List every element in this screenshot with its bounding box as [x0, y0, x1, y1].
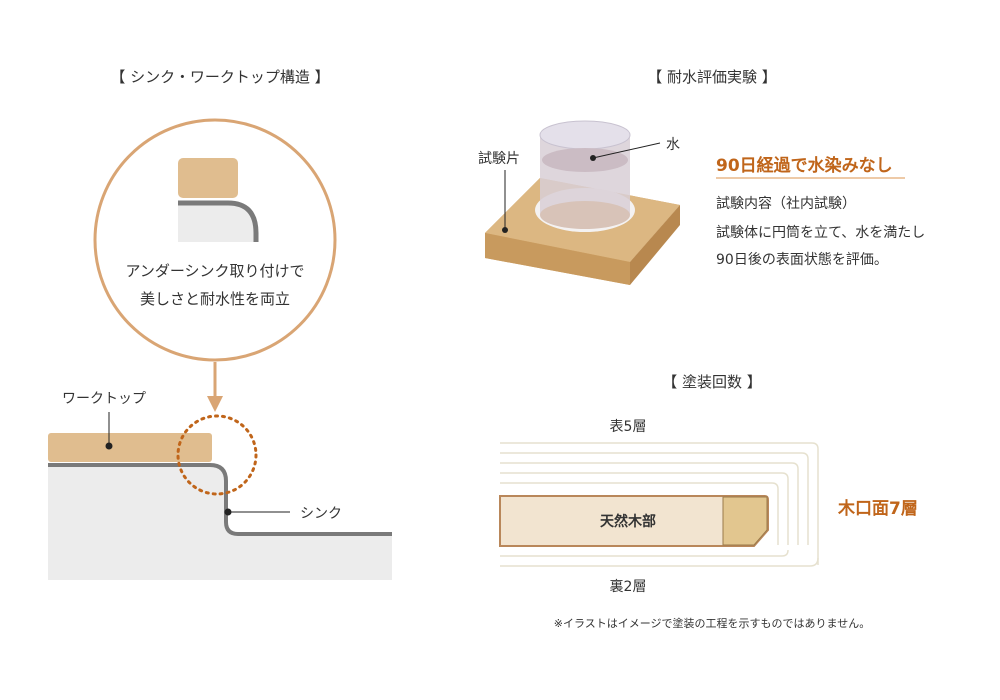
water-test-subheading: 試験内容（社内試験）	[716, 196, 856, 212]
sink-body	[48, 467, 392, 580]
callout-line-2: 美しさと耐水性を両立	[139, 290, 291, 308]
natural-wood-core	[499, 495, 769, 547]
detail-dashed-circle	[176, 414, 258, 496]
structure-title: 【 シンク・ワークトップ構造 】	[110, 68, 330, 86]
coating-layers	[500, 442, 819, 567]
label-worktop: ワークトップ	[62, 391, 146, 407]
callout-sink-fill	[178, 203, 258, 242]
arrow-head-icon	[207, 396, 223, 412]
sink-dot	[224, 508, 232, 516]
water-test-title: 【 耐水評価実験 】	[647, 68, 777, 86]
worktop-dot	[105, 442, 113, 450]
callout-sink-edge	[178, 200, 259, 242]
water-test-desc-2: 90日後の表面状態を評価。	[716, 252, 888, 268]
illustration-note: ※イラストはイメージで塗装の工程を示すものではありません。	[553, 617, 871, 630]
coating-title: 【 塗装回数 】	[662, 373, 762, 391]
label-specimen: 試験片	[478, 151, 520, 167]
label-sink: シンク	[300, 506, 342, 522]
sink-edge	[48, 463, 392, 536]
worktop-board	[48, 433, 212, 462]
label-top-layers: 表5層	[609, 419, 647, 435]
test-photo	[485, 120, 680, 285]
label-natural-wood: 天然木部	[600, 514, 656, 530]
wood-edge-end	[722, 496, 768, 546]
water-test-headline: 90日経過で水染みなし	[716, 156, 893, 176]
label-bottom-layers: 裏2層	[609, 579, 647, 595]
callout-worktop	[178, 158, 238, 198]
callout-line-1: アンダーシンク取り付けで	[125, 262, 305, 280]
label-water: 水	[666, 137, 680, 153]
label-edge-layers: 木口面7層	[838, 499, 918, 519]
water-test-desc-1: 試験体に円筒を立て、水を満たし	[716, 225, 926, 241]
